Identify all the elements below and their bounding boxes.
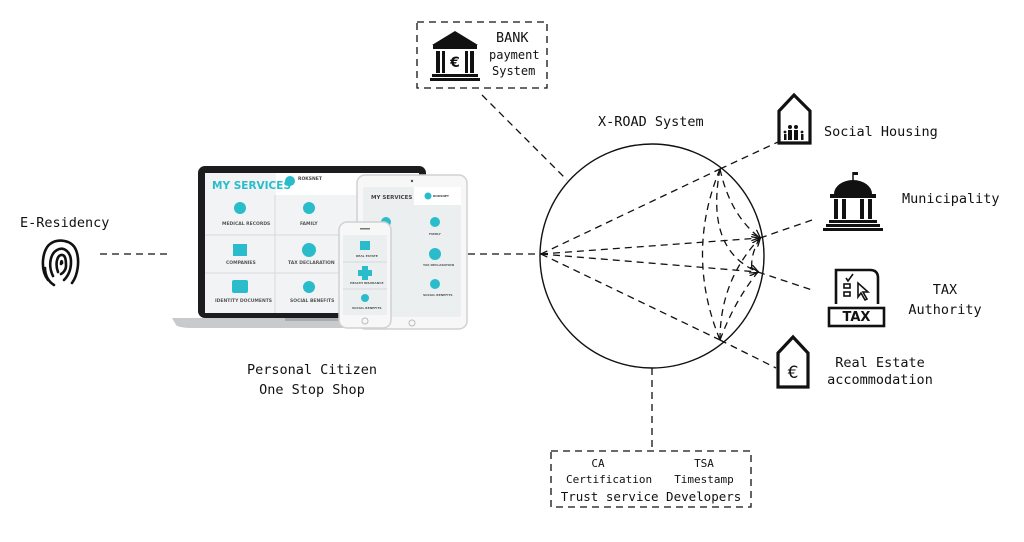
bank-box: [416, 21, 548, 89]
tax-form-icon: [827, 268, 886, 328]
real-estate-line2: accommodation: [827, 372, 933, 388]
connector-hub-right-upper: [540, 238, 760, 255]
xroad-circle: [539, 143, 765, 369]
tablet-tile-tax-declaration[interactable]: TAX DECLARATION: [423, 263, 455, 267]
svg-text:€: €: [449, 55, 460, 71]
connector-hub-top: [540, 168, 721, 255]
bank-line3: System: [492, 64, 536, 78]
tsa-title: TSA: [694, 457, 714, 470]
connector-real-estate: [719, 339, 777, 369]
laptop-brand: ROKSNET: [298, 177, 322, 182]
xroad-label: X-ROAD System: [598, 114, 704, 130]
trust-footer: Trust service Developers: [560, 489, 742, 504]
tax-authority-line1: TAX: [932, 282, 958, 298]
tablet-header: MY SERVICES: [371, 195, 413, 201]
one-stop-shop-line1: Personal Citizen: [246, 362, 378, 378]
trust-box: [550, 450, 752, 508]
connector-hub-right-lower: [540, 253, 758, 272]
connector-bank-xroad: [481, 94, 568, 181]
mesh-curve: [701, 168, 721, 341]
ca-label: CA Certification: [566, 456, 653, 488]
tsa-sub: Timestamp: [674, 473, 734, 486]
e-residency-label: E-Residency: [20, 215, 110, 231]
laptop-tile-identity-documents[interactable]: IDENTITY DOCUMENTS: [215, 299, 273, 304]
mesh-curve: [716, 168, 758, 272]
house-family-icon: [777, 92, 812, 145]
real-estate-label: Real Estate accommodation: [824, 355, 936, 389]
tablet-brand: ROKSNET: [433, 194, 449, 198]
fingerprint-icon: [41, 239, 80, 287]
bank-title: BANK: [496, 30, 529, 46]
connector-tax: [757, 271, 813, 291]
phone-tile-social-benefits[interactable]: SOCIAL BENEFITS: [352, 306, 382, 310]
house-euro-icon: €: [776, 334, 810, 389]
connector-hub-bottom: [540, 253, 721, 341]
real-estate-line1: Real Estate: [835, 355, 925, 371]
one-stop-shop-label: Personal Citizen One Stop Shop: [244, 362, 380, 399]
ca-sub: Certification: [566, 473, 653, 486]
phone-tile-health-insurance[interactable]: HEALTH INSURANCE: [350, 281, 384, 285]
tablet-tile-social-benefits[interactable]: SOCIAL BENEFITS: [423, 293, 453, 297]
town-hall-icon: [823, 172, 883, 231]
mesh-curve: [719, 168, 760, 238]
laptop-tile-family[interactable]: FAMILY: [300, 222, 318, 227]
social-housing-label: Social Housing: [824, 124, 938, 140]
phone-tile-real-estate[interactable]: REAL ESTATE: [356, 254, 378, 258]
mesh-curve: [751, 237, 761, 271]
tax-authority-label: TAX Authority: [902, 282, 988, 319]
laptop-tile-social-benefits[interactable]: SOCIAL BENEFITS: [290, 299, 335, 304]
laptop-tile-tax-declaration[interactable]: TAX DECLARATION: [288, 261, 335, 266]
mesh-curve: [719, 238, 760, 341]
tax-badge: TAX: [842, 310, 871, 325]
tablet-tile-family[interactable]: FAMILY: [429, 232, 441, 236]
bank-line2: payment: [489, 48, 540, 62]
laptop-tile-medical-records[interactable]: MEDICAL RECORDS: [222, 222, 271, 227]
one-stop-shop-line2: One Stop Shop: [259, 382, 365, 398]
ca-title: CA: [591, 457, 605, 470]
connector-municipality: [759, 218, 816, 239]
svg-text:€: €: [788, 363, 799, 383]
bank-euro-icon: €: [430, 31, 480, 81]
tax-authority-line2: Authority: [908, 302, 982, 318]
tsa-label: TSA Timestamp: [672, 456, 736, 488]
mesh-curve: [719, 271, 759, 341]
connector-social-housing: [719, 141, 779, 170]
laptop-header: MY SERVICES: [212, 180, 292, 192]
laptop-tile-companies[interactable]: COMPANIES: [226, 261, 256, 266]
phone-device: [338, 221, 392, 329]
municipality-label: Municipality: [902, 191, 1000, 207]
